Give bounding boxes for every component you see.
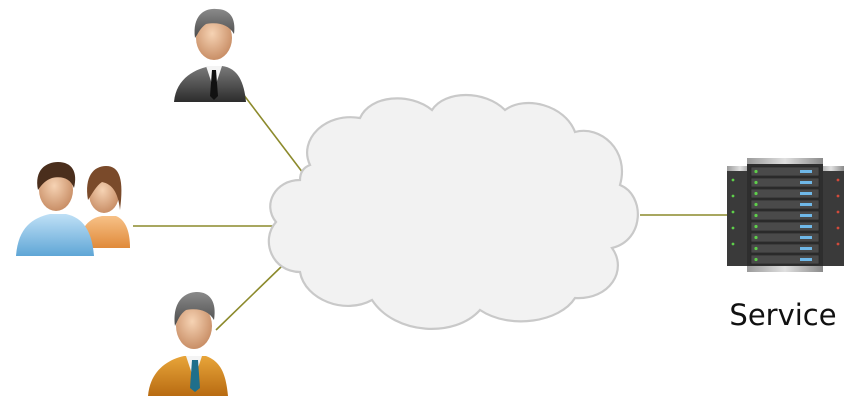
connector-bottom-user: [216, 266, 282, 330]
businessman-orange-suit-icon: [148, 292, 228, 396]
server-label: Service: [718, 298, 848, 332]
man-woman-couple-icon: [16, 162, 130, 256]
connector-top-user: [237, 86, 303, 173]
businessman-dark-suit-icon: [174, 9, 246, 102]
server-leds: [754, 170, 757, 261]
server-indicator-lights: [800, 170, 812, 261]
server-rack-icon: [727, 158, 844, 272]
cloud-icon: [269, 95, 638, 329]
